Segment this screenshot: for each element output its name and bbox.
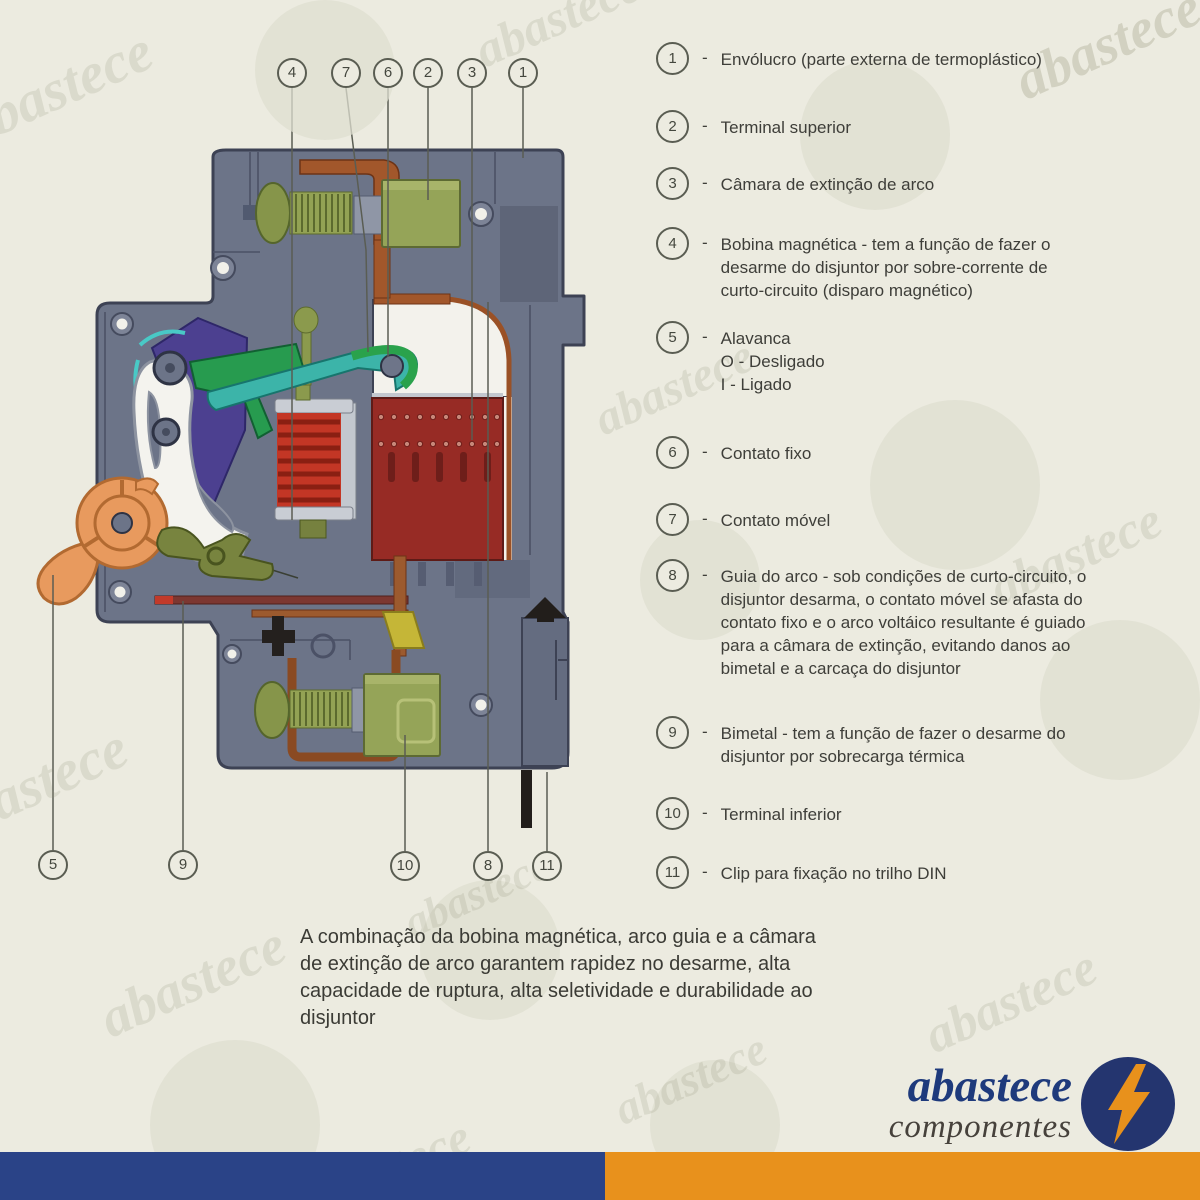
magnetic-coil [274, 306, 357, 539]
footer-bar-blue [0, 1152, 605, 1200]
din-clip [521, 597, 569, 828]
callout-6: 6 [373, 58, 403, 88]
bottom-screw [254, 681, 290, 739]
legend-text: Clip para fixação no trilho DIN [720, 864, 947, 883]
clip-arrow [524, 597, 566, 618]
bottom-terminal [254, 673, 441, 757]
brand-bolt-icon [1081, 1057, 1175, 1151]
arc-guide-rail [445, 296, 512, 560]
brand-subtitle: componentes [888, 1109, 1072, 1146]
legend-item-7: 7 - Contato móvel [656, 503, 1176, 536]
watermark-circle [1040, 620, 1200, 780]
bottom-terminal-block [363, 673, 441, 757]
callout-1: 1 [508, 58, 538, 88]
callout-11: 11 [532, 851, 562, 881]
legend-num: 8 [656, 559, 689, 592]
legend-dash: - [702, 48, 708, 67]
legend-text: Bimetal - tem a função de fazer o desarm… [720, 724, 1066, 766]
legend-num: 4 [656, 227, 689, 260]
top-screw [255, 182, 291, 244]
legend-dash: - [702, 116, 708, 135]
legend-num: 9 [656, 716, 689, 749]
legend-dash: - [702, 862, 708, 881]
arc-extinction-chamber [371, 393, 504, 586]
legend-item-8: 8 - Guia do arco - sob condições de curt… [656, 559, 1176, 680]
legend-item-2: 2 - Terminal superior [656, 110, 1176, 143]
legend-item-3: 3 - Câmara de extinção de arco [656, 167, 1176, 200]
footer-bar-orange [605, 1152, 1200, 1200]
legend-num: 7 [656, 503, 689, 536]
legend-item-5: 5 - Alavanca O - Desligado I - Ligado [656, 321, 1176, 396]
legend-dash: - [702, 509, 708, 528]
legend-num: 1 [656, 42, 689, 75]
legend-text: Terminal superior [720, 118, 852, 137]
legend-item-6: 6 - Contato fixo [656, 436, 1176, 469]
top-terminal [255, 159, 461, 305]
legend-text: Terminal inferior [720, 805, 842, 824]
brand-text: abastece componentes [888, 1059, 1072, 1146]
legend-item-4: 4 - Bobina magnética - tem a função de f… [656, 227, 1176, 302]
callout-8: 8 [473, 851, 503, 881]
callout-10: 10 [390, 851, 420, 881]
summary-paragraph: A combinação da bobina magnética, arco g… [300, 926, 816, 1029]
legend-text: Bobina magnética - tem a função de fazer… [720, 235, 1051, 300]
legend-dash: - [702, 233, 708, 252]
legend-dash: - [702, 803, 708, 822]
screw-holes [108, 201, 494, 717]
trip-mechanism [36, 316, 419, 606]
watermark-circle [420, 880, 560, 1020]
brand-logo: abastece componentes [889, 1056, 1176, 1152]
legend-item-11: 11 - Clip para fixação no trilho DIN [656, 856, 1176, 889]
contact-point [380, 354, 404, 378]
legend-num: 11 [656, 856, 689, 889]
leader-lines [52, 87, 548, 851]
trip-claw [156, 526, 274, 582]
legend-text: Guia do arco - sob condições de curto-ci… [720, 567, 1087, 678]
legend-num: 5 [656, 321, 689, 354]
callout-3: 3 [457, 58, 487, 88]
legend-text: Contato móvel [720, 511, 831, 530]
legend-num: 2 [656, 110, 689, 143]
legend-dash: - [702, 722, 708, 741]
legend-text: Contato fixo [720, 444, 812, 463]
brand-name: abastece [907, 1059, 1072, 1112]
body-panel [500, 206, 558, 302]
legend-item-9: 9 - Bimetal - tem a função de fazer o de… [656, 716, 1176, 768]
legend-text: Envólucro (parte externa de termoplástic… [720, 50, 1042, 69]
legend-text: Câmara de extinção de arco [720, 175, 935, 194]
bimetal-strip [154, 595, 409, 605]
legend-dash: - [702, 565, 708, 584]
legend-text: Alavanca O - Desligado I - Ligado [720, 329, 825, 394]
legend-num: 3 [656, 167, 689, 200]
legend-item-1: 1 - Envólucro (parte externa de termoplá… [656, 42, 1176, 75]
callout-2: 2 [413, 58, 443, 88]
watermark-text: abastece [916, 938, 1106, 1065]
legend-num: 10 [656, 797, 689, 830]
callout-9: 9 [168, 850, 198, 880]
watermark-text: abastece [90, 913, 296, 1051]
bimetal-lower [381, 611, 426, 649]
callout-5: 5 [38, 850, 68, 880]
watermark-circle [800, 60, 950, 210]
legend-dash: - [702, 327, 708, 346]
legend-dash: - [702, 173, 708, 192]
legend-num: 6 [656, 436, 689, 469]
legend-item-10: 10 - Terminal inferior [656, 797, 1176, 830]
callout-7: 7 [331, 58, 361, 88]
breaker-diagram [36, 87, 586, 851]
clip-pin [521, 770, 532, 828]
callout-4: 4 [277, 58, 307, 88]
fixed-contact-hook [350, 344, 418, 390]
top-terminal-block [381, 179, 461, 248]
watermark-circle [870, 400, 1040, 570]
legend-dash: - [702, 442, 708, 461]
actuator-knob [36, 476, 169, 606]
